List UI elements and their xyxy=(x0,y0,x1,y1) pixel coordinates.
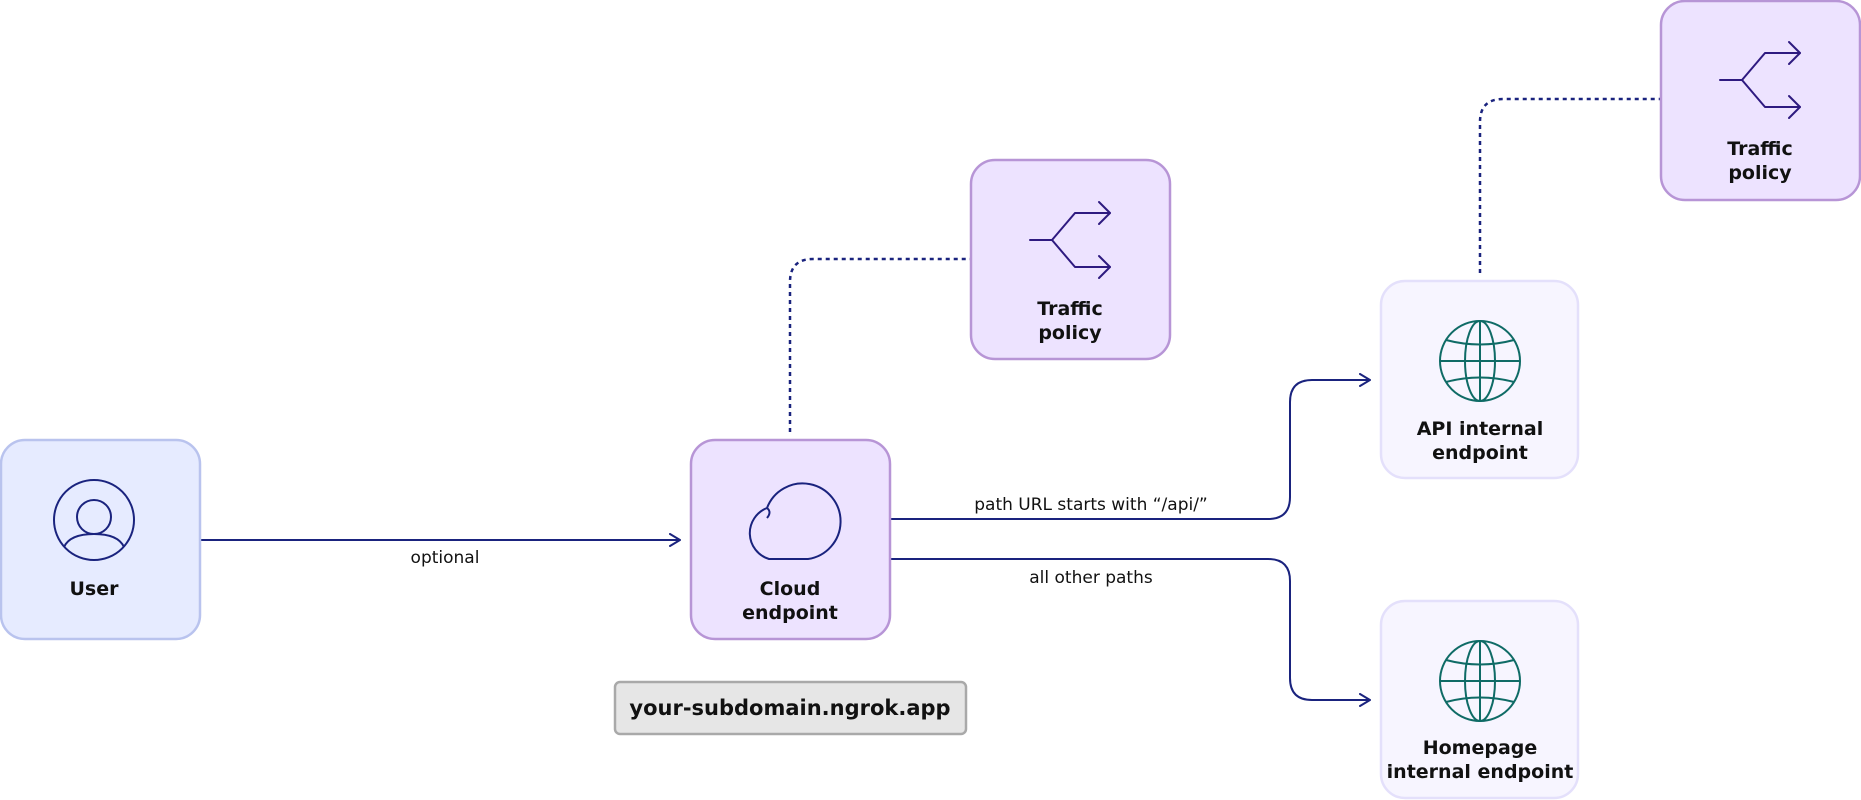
cloud-endpoint-label-line1: Cloud xyxy=(760,578,821,600)
split-arrows-icon xyxy=(1719,41,1801,119)
edge-cloud-to-homepage xyxy=(891,558,1371,707)
edges xyxy=(201,97,1660,707)
edge-api-to-traffic-policy xyxy=(1478,97,1660,273)
cloud-icon xyxy=(748,482,842,560)
traffic-policy-cloud-label-line1: Traffic xyxy=(1037,298,1103,320)
domain-text: your-subdomain.ngrok.app xyxy=(629,696,950,720)
edge-label-other-paths: all other paths xyxy=(1029,568,1153,588)
node-traffic-policy-cloud[interactable]: Traffic policy xyxy=(969,158,1172,361)
globe-icon xyxy=(1439,640,1521,722)
node-user[interactable]: User xyxy=(0,438,202,641)
user-label: User xyxy=(70,578,120,600)
edge-cloud-to-traffic-policy xyxy=(788,257,970,432)
homepage-internal-label-line1: Homepage xyxy=(1423,737,1538,759)
api-internal-label-line2: endpoint xyxy=(1432,442,1528,464)
domain-badge: your-subdomain.ngrok.app xyxy=(613,680,968,736)
traffic-policy-cloud-label-line2: policy xyxy=(1038,322,1102,344)
user-icon xyxy=(53,479,135,561)
edge-cloud-to-api xyxy=(891,373,1371,520)
cloud-endpoint-label-line2: endpoint xyxy=(742,602,838,624)
api-internal-label-line1: API internal xyxy=(1417,418,1544,440)
globe-icon xyxy=(1439,320,1521,402)
edge-label-api-path: path URL starts with “/api/” xyxy=(974,495,1208,515)
homepage-internal-label-line2: internal endpoint xyxy=(1387,761,1574,783)
node-api-internal-endpoint[interactable]: API internal endpoint xyxy=(1379,279,1580,480)
node-homepage-internal-endpoint[interactable]: Homepage internal endpoint xyxy=(1379,599,1580,800)
node-traffic-policy-api[interactable]: Traffic policy xyxy=(1659,0,1861,202)
node-cloud-endpoint[interactable]: Cloud endpoint xyxy=(689,438,892,641)
traffic-policy-api-label-line2: policy xyxy=(1728,162,1792,184)
edge-label-optional: optional xyxy=(411,548,480,568)
split-arrows-icon xyxy=(1029,201,1111,279)
traffic-policy-api-label-line1: Traffic xyxy=(1727,138,1793,160)
